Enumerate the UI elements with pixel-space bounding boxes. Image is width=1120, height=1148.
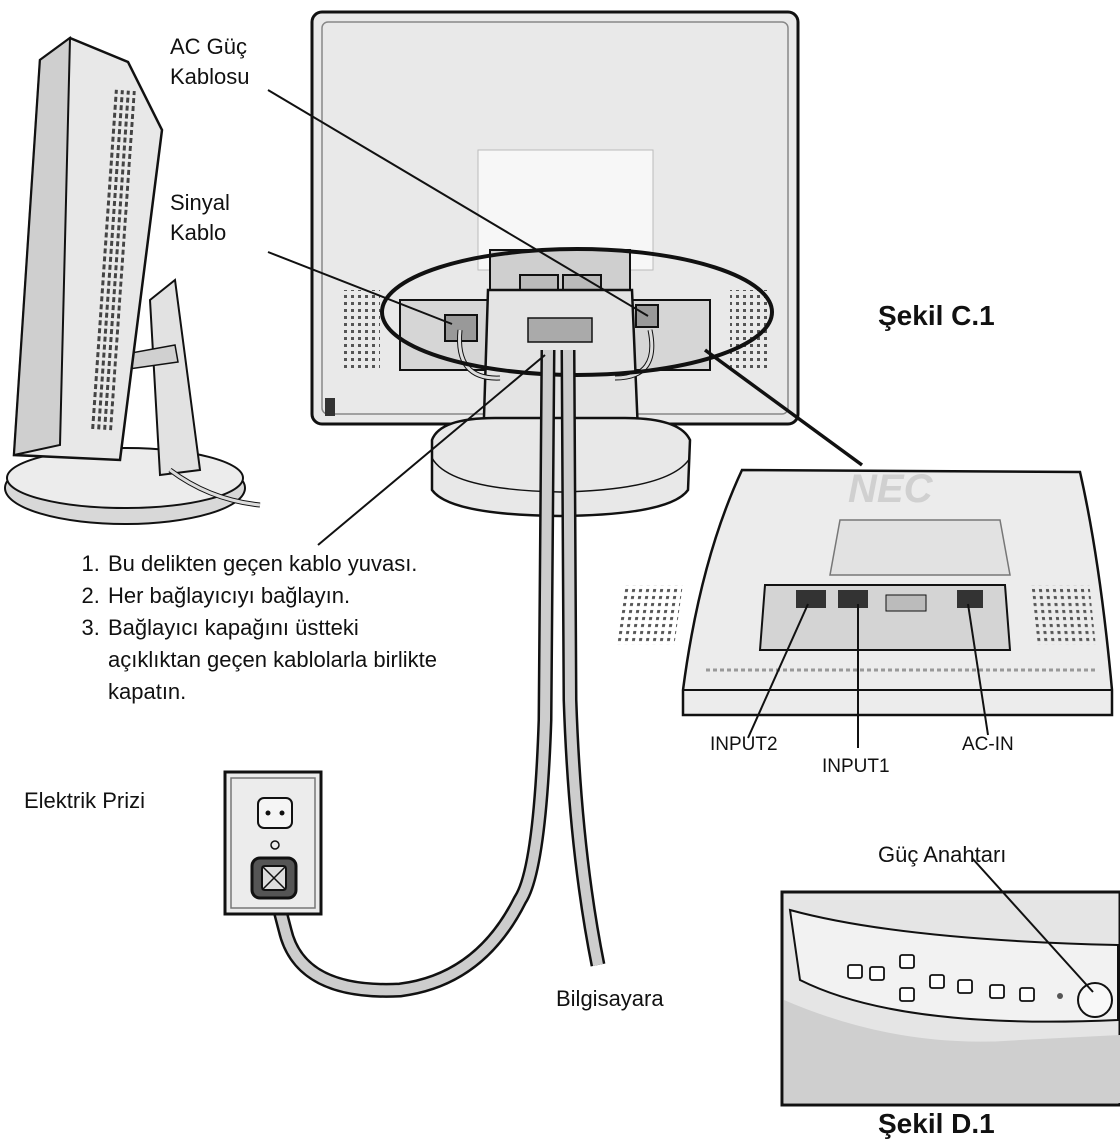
leader-power-switch — [971, 857, 1094, 993]
leader-cable-hole — [317, 354, 546, 546]
leader-input2 — [747, 603, 809, 739]
power-switch-detail — [780, 890, 1120, 1107]
wall-outlet — [223, 770, 323, 916]
cables — [264, 349, 606, 998]
leader-detail — [703, 348, 864, 467]
leader-signal-cable — [267, 251, 453, 325]
ac-in-label: AC-IN — [962, 734, 1014, 755]
leader-ac-cable — [267, 89, 649, 317]
step-item: Bu delikten geçen kablo yuvası. — [106, 548, 546, 580]
leader-ac-in — [967, 603, 989, 736]
power-switch-label: Güç Anahtarı — [878, 842, 1007, 867]
monitor-side-view — [4, 35, 261, 525]
leader-lines — [267, 89, 1094, 993]
figure-c1-caption: Şekil C.1 — [878, 300, 995, 331]
step-item: Bağlayıcı kapağını üstteki açıklıktan ge… — [106, 612, 438, 708]
to-computer-label: Bilgisayara — [556, 986, 664, 1011]
nec-logo: NEC — [848, 467, 933, 511]
figure-d1-caption: Şekil D.1 — [878, 1108, 995, 1139]
input2-label: INPUT2 — [710, 734, 778, 755]
rear-panel-detail — [614, 468, 1114, 717]
step-item: Her bağlayıcıyı bağlayın. — [106, 580, 546, 612]
instruction-steps: Bu delikten geçen kablo yuvası. Her bağl… — [78, 548, 546, 708]
ac-cable-label: AC Güç Kablosu — [170, 34, 250, 89]
monitor-rear-view — [310, 10, 800, 518]
input1-label: INPUT1 — [822, 756, 890, 777]
signal-cable-label: Sinyal Kablo — [170, 190, 230, 245]
outlet-label: Elektrik Prizi — [24, 788, 146, 813]
